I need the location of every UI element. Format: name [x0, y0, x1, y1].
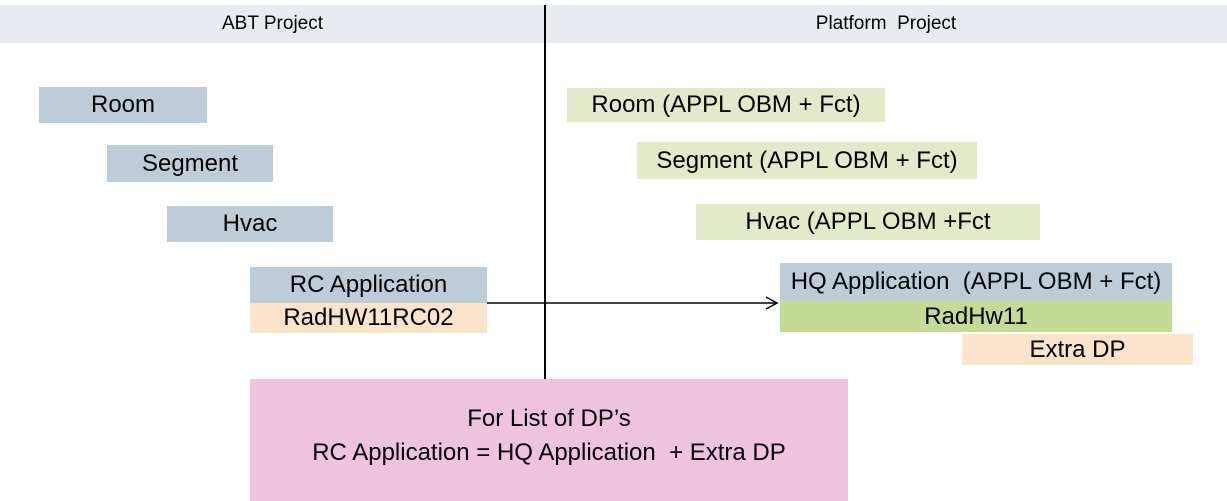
dp-note-box: For List of DP’s RC Application = HQ App… — [250, 379, 848, 501]
abt-rc-application-box: RC Application — [250, 267, 487, 303]
abt-hvac-box: Hvac — [167, 206, 333, 242]
platform-room-box: Room (APPL OBM + Fct) — [567, 88, 885, 122]
abt-project-title: ABT Project — [221, 13, 324, 34]
dp-note-line1: For List of DP’s — [467, 405, 631, 432]
platform-extra-dp-box: Extra DP — [962, 334, 1193, 365]
dp-note-line2: RC Application = HQ Application + Extra … — [312, 439, 786, 466]
abt-room-box: Room — [39, 87, 207, 123]
platform-hvac-box: Hvac (APPL OBM +Fct — [696, 204, 1040, 240]
platform-project-title: Platform Project — [815, 13, 957, 34]
abt-radhw11rc02-box: RadHW11RC02 — [250, 303, 487, 333]
divider-line — [544, 5, 546, 379]
platform-hq-application-box: HQ Application (APPL OBM + Fct) — [780, 263, 1172, 301]
abt-segment-box: Segment — [107, 145, 273, 182]
platform-segment-box: Segment (APPL OBM + Fct) — [637, 142, 977, 179]
header-band — [0, 5, 1227, 43]
mapping-arrow — [487, 296, 779, 310]
platform-radhw11-box: RadHw11 — [780, 301, 1172, 332]
